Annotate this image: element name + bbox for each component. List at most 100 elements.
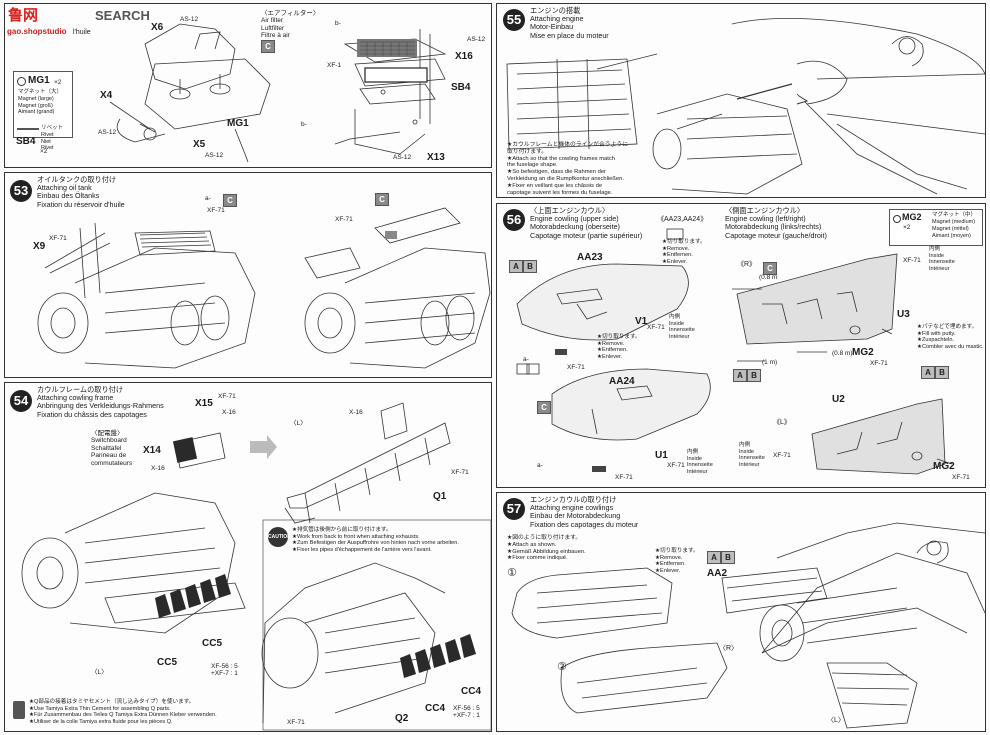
label-x6: X6 xyxy=(151,22,164,33)
label-cc5: CC5 xyxy=(202,638,223,649)
step56-title-side: 〈側面エンジンカウル〉 Engine cowling (left/right) … xyxy=(725,206,827,240)
step55-note: ★カウルフレームと機体のラインが合うように 取り付けます。 ★Attach so… xyxy=(507,142,628,196)
label-r-57: 〈R〉 xyxy=(719,645,739,652)
label-aa23: AA23 xyxy=(577,252,603,263)
label-xf71-56d: XF-71 xyxy=(615,474,633,481)
cement-icon xyxy=(13,701,25,719)
label-cc5-b: CC5 xyxy=(157,657,178,668)
watermark-site: gao.shopstudio xyxy=(7,27,67,36)
label-xf71-56a: XF-71 xyxy=(647,324,665,331)
label-x16-c: X-16 xyxy=(349,409,363,416)
label-xf71-56e: XF-71 xyxy=(903,257,921,264)
magnet-icon-mg2 xyxy=(893,215,901,223)
mg1-code: MG1 xyxy=(28,75,50,86)
magnet-icon xyxy=(17,77,26,86)
paint-square-c: C xyxy=(261,40,275,53)
watermark-cn: 鲁网 xyxy=(8,7,39,24)
panel-step52-end: 鲁网 SEARCH gao.shopstudio l'huile X6 AS-1… xyxy=(4,3,492,168)
label-v1: V1 xyxy=(635,316,648,327)
paint-square-a-56b: A xyxy=(733,369,747,382)
sb4-desc: リベット Rivet Niet Rivet xyxy=(41,125,64,152)
paint-square-c-56b: C xyxy=(763,262,777,275)
step-number-57: 57 xyxy=(503,498,525,520)
step57-title: エンジンカウルの取り付け Attaching engine cowlings E… xyxy=(530,495,639,529)
caution-icon: CAUTION xyxy=(268,527,291,547)
remove-note-56: ★切り取ります。 ★Remove. ★Entfernen. ★Enlever. xyxy=(662,239,706,265)
label-xf71-56h: XF-71 xyxy=(952,474,970,481)
label-cc4-b: CC4 xyxy=(425,703,446,714)
engine-mounting-drawing xyxy=(506,17,985,195)
label-l1: 〈L〉 xyxy=(290,420,307,427)
oil-tank-drawing xyxy=(37,207,491,369)
inside-note-1: 内側 Inside Innenseite Intérieur xyxy=(669,314,695,340)
label-aa2: AA2 xyxy=(707,568,728,579)
label-mg2-b: MG2 xyxy=(933,461,955,472)
label-xf71-56f: XF-71 xyxy=(870,360,888,367)
panel-step57: 57 エンジンカウルの取り付け Attaching engine cowling… xyxy=(496,492,986,732)
label-x16-b: X-16 xyxy=(151,465,165,472)
label-u2: U2 xyxy=(832,394,845,405)
paint-square-b-57: B xyxy=(721,551,735,564)
step53-title: オイルタンクの取り付け Attaching oil tank Einbau de… xyxy=(37,175,125,209)
label-as12-e: AS-12 xyxy=(393,154,412,161)
sb4-part-box: リベット Rivet Niet Rivet SB4 ×2 xyxy=(13,122,71,158)
cowling-attach-drawing xyxy=(511,522,985,729)
label-as12-d: AS-12 xyxy=(467,36,486,43)
label-x4: X4 xyxy=(100,90,113,101)
exhaust-note: ★排気管は後側から前に取り付けます。 ★Work from back to fr… xyxy=(292,527,459,553)
paint-square-c-53b: C xyxy=(375,193,389,206)
label-b1: b- xyxy=(301,121,307,128)
mg2-code: MG2 xyxy=(902,212,922,222)
arrow-right-icon xyxy=(250,435,277,459)
label-u3: U3 xyxy=(897,309,910,320)
remove-note-56b: ★切り取ります。 ★Remove. ★Entfernen. ★Enlever. xyxy=(597,334,641,360)
label-as12-c: AS-12 xyxy=(205,152,224,159)
label-as12-a: AS-12 xyxy=(180,16,199,23)
paint-square-a-57: A xyxy=(707,551,721,564)
label-len3: (1 m) xyxy=(762,359,778,366)
label-xf71-c: XF-71 xyxy=(335,216,353,223)
cement-note: ★Q部品の接着はタミヤセメント（流し込みタイプ）を使います。 ★Use Tami… xyxy=(29,699,217,725)
label-as12-b: AS-12 xyxy=(98,129,117,136)
label-len2: (0.8 m) xyxy=(832,350,853,357)
label-aa24: AA24 xyxy=(609,376,635,387)
label-a7: a- xyxy=(523,356,529,363)
label-len1: (0.8 m xyxy=(759,274,778,281)
label-xf71-56b: XF-71 xyxy=(567,364,585,371)
step-number-56: 56 xyxy=(503,209,525,231)
attach-note-57: ★図のように取り付けます。 ★Attach as shown. ★Gemäß A… xyxy=(507,535,586,562)
exhaust-assembly-drawing xyxy=(109,23,447,163)
step54-title: カウルフレームの取り付け Attaching cowling frame Anb… xyxy=(37,385,164,419)
label-x16: X-16 xyxy=(222,409,236,416)
mg1-desc: マグネット（大） Magnet (large) Magnet (groß) Ai… xyxy=(18,89,63,116)
engine-cowling-drawing xyxy=(516,228,953,475)
paint-mix-2: XF-56 : 5 +XF-7 : 1 xyxy=(453,705,480,720)
panel-step54: 54 カウルフレームの取り付け Attaching cowling frame … xyxy=(4,382,492,732)
label-mg1: MG1 xyxy=(227,118,249,129)
panel-step55: 55 エンジンの搭載 Attaching engine Motor-Einbau… xyxy=(496,3,986,198)
paint-square-b-56c: B xyxy=(935,366,949,379)
step56-title-upper: 〈上面エンジンカウル〉 Engine cowling (upper side) … xyxy=(530,206,643,240)
mg2-desc: マグネット（中） Magnet (medium) Magnet (mittel)… xyxy=(932,212,977,239)
label-b8: b- xyxy=(335,20,341,27)
label-xf71-56c: XF-71 xyxy=(667,462,685,469)
label-cc4: CC4 xyxy=(461,686,482,697)
aa-sets-label: 《AA23,AA24》 xyxy=(657,216,708,223)
watermark-logo: 鲁网 SEARCH gao.shopstudio xyxy=(5,4,180,40)
switchboard-caption: 〈配電盤〉 Switchboard Schalttafel Panneau de… xyxy=(91,430,133,467)
label-a5: a- xyxy=(205,195,211,202)
step-number-53: 53 xyxy=(10,180,32,202)
label-q1: Q1 xyxy=(433,491,447,502)
label-circle-1: ① xyxy=(507,567,517,579)
label-l: 《L》 xyxy=(773,419,791,426)
watermark-search: SEARCH xyxy=(95,8,150,23)
label-l2: 〈L〉 xyxy=(91,669,108,676)
label-xf71-c54: XF-71 xyxy=(287,719,305,726)
mg1-part-box: MG1 ×2 マグネット（大） Magnet (large) Magnet (g… xyxy=(13,71,73,138)
panel-step56: 56 〈上面エンジンカウル〉 Engine cowling (upper sid… xyxy=(496,203,986,488)
label-xf71-b54: XF-71 xyxy=(451,469,469,476)
inside-note-3: 内側 Inside Innenseite Intérieur xyxy=(929,246,955,272)
air-filter-title: 〈エアフィルター〉 Air filter Luftfilter Filtre à… xyxy=(261,10,320,40)
label-xf71-a: XF-71 xyxy=(207,207,225,214)
label-l-57: 〈L〉 xyxy=(827,717,845,724)
